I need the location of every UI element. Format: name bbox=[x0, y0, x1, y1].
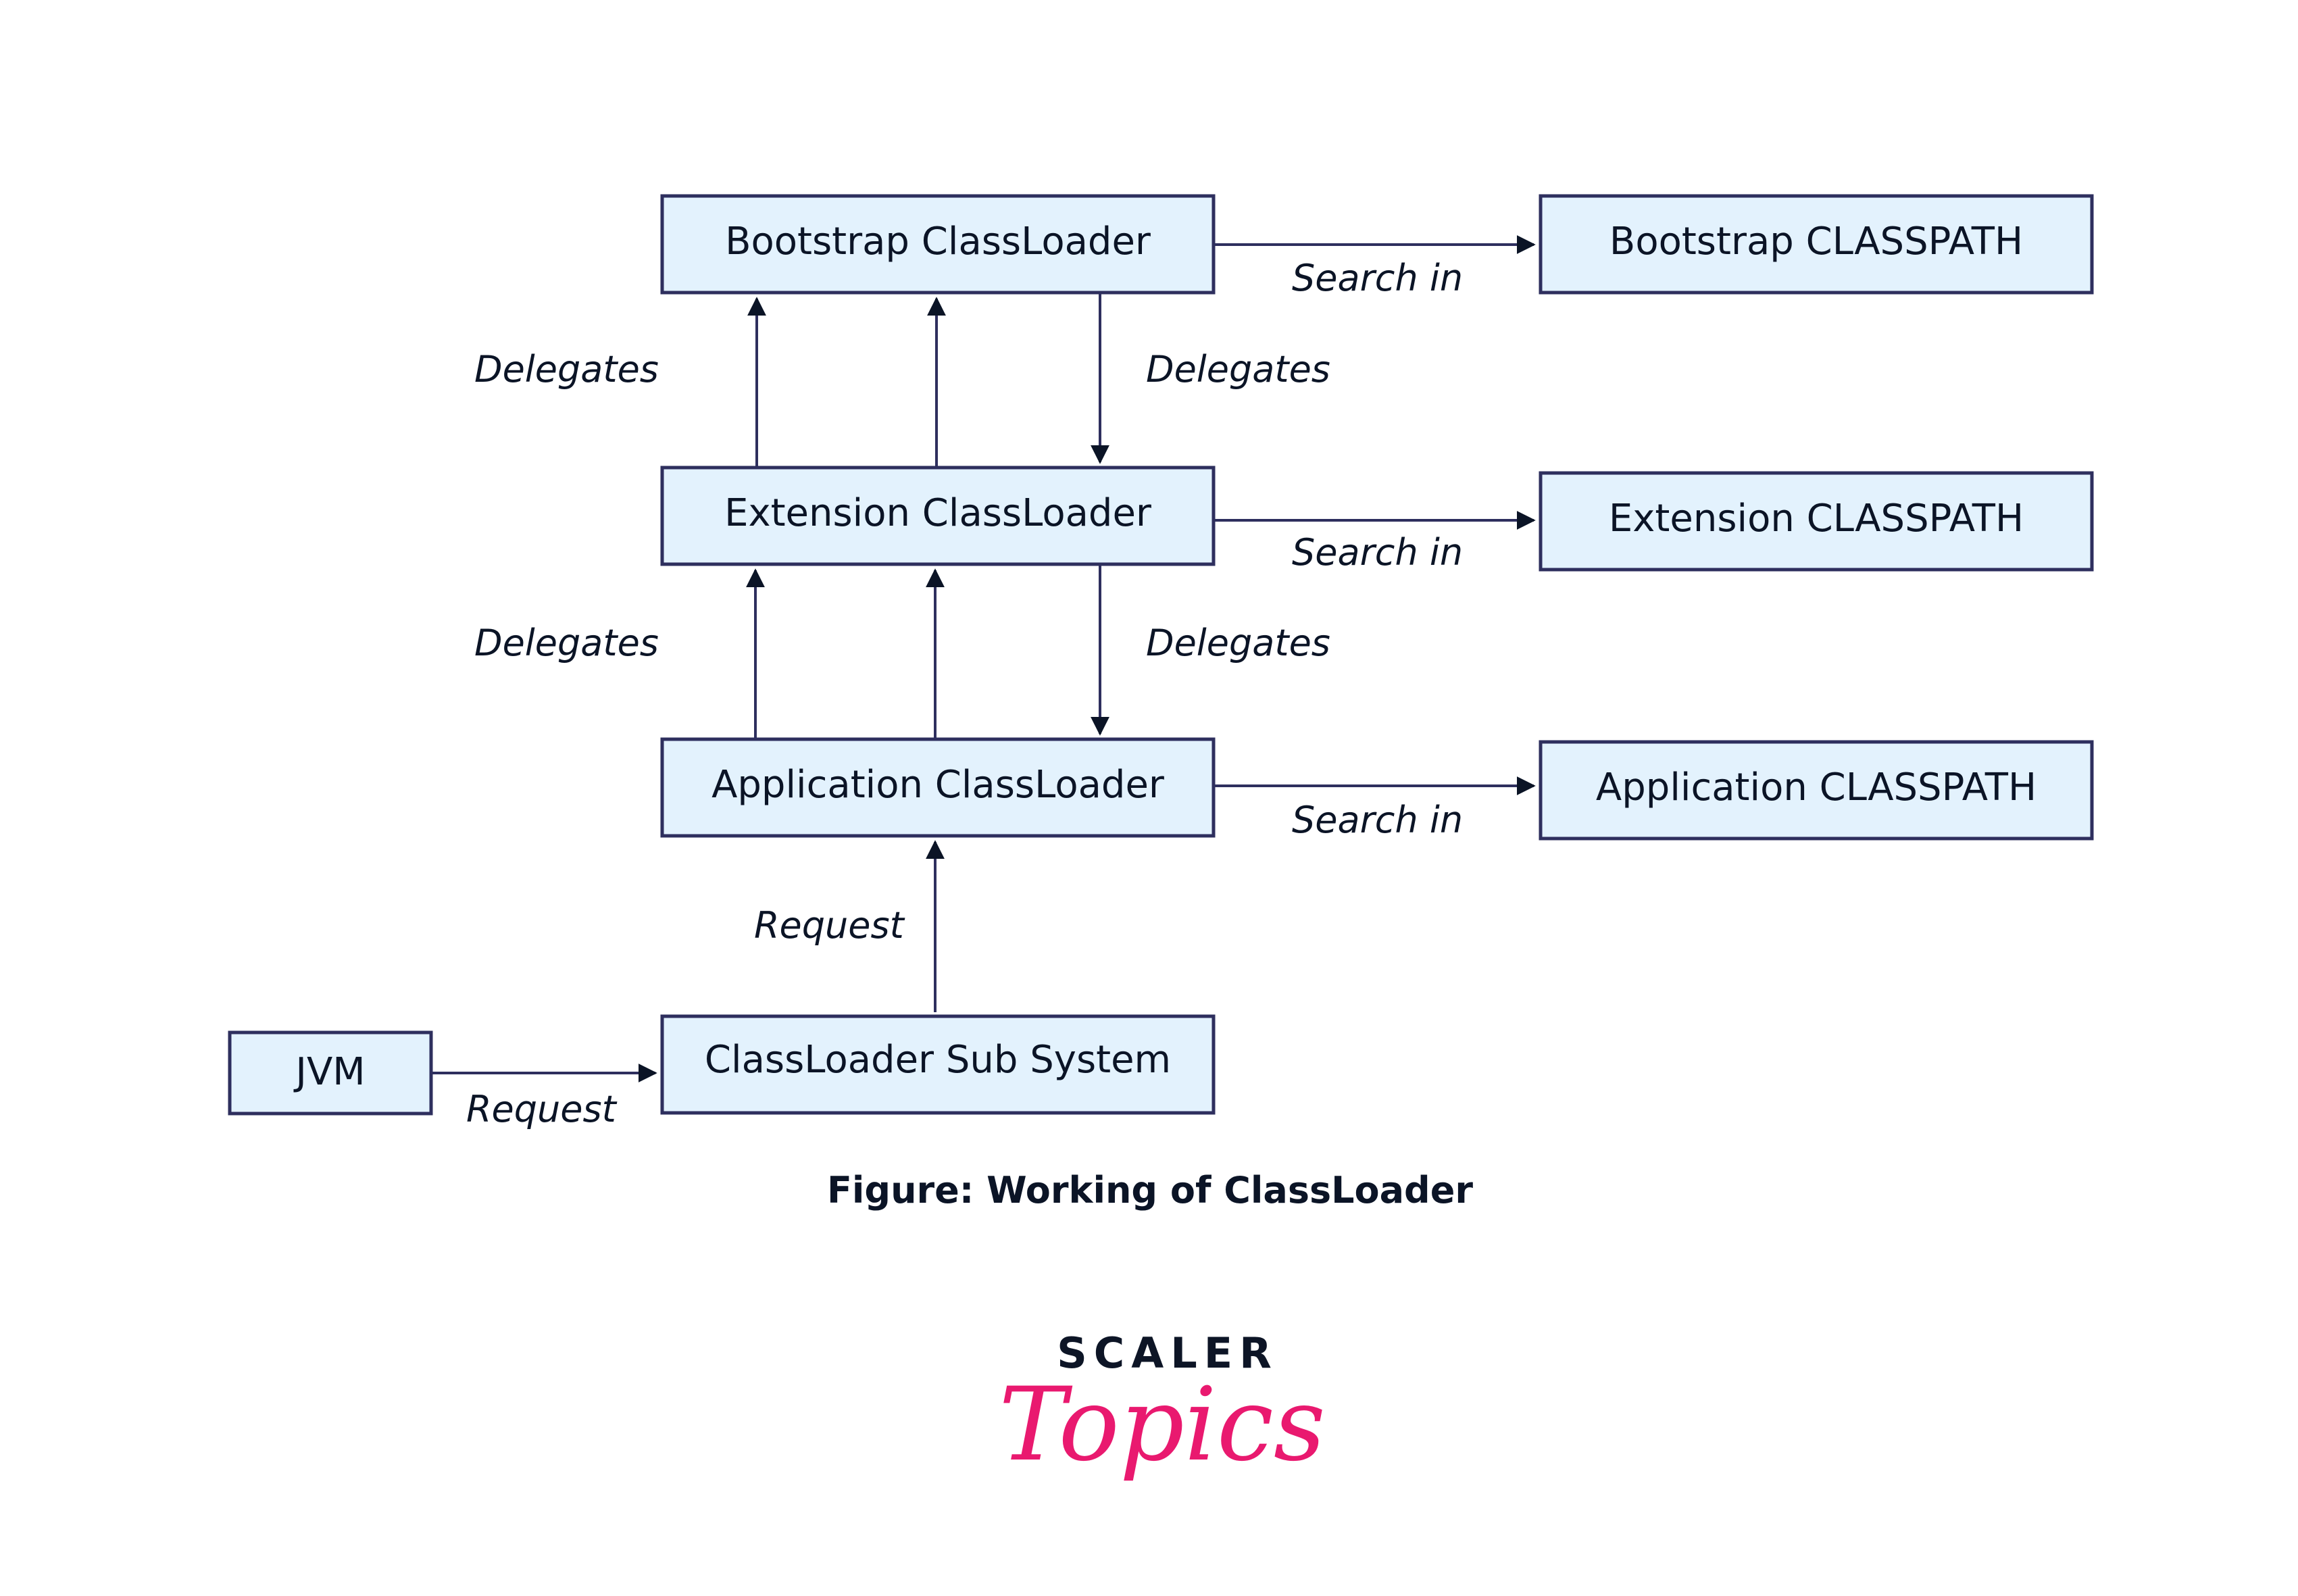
edge-label-delegates-left-2: Delegates bbox=[474, 622, 659, 664]
node-jvm: JVM bbox=[228, 1030, 433, 1116]
node-label: Bootstrap ClassLoader bbox=[725, 220, 1151, 264]
node-bootstrap-classloader: Bootstrap ClassLoader bbox=[660, 194, 1216, 295]
edge-label-delegates-right: Delegates bbox=[1146, 348, 1330, 391]
logo-scaler: SCALER bbox=[1057, 1328, 1278, 1378]
node-label: Extension CLASSPATH bbox=[1609, 497, 2024, 541]
edge-label-delegates-right-2: Delegates bbox=[1146, 622, 1330, 664]
node-application-classloader: Application ClassLoader bbox=[660, 737, 1216, 838]
edge-label-request-jvm: Request bbox=[466, 1088, 618, 1130]
scaler-topics-logo: SCALER Topics bbox=[999, 1328, 1326, 1484]
node-label: JVM bbox=[293, 1050, 365, 1094]
edge-label-search-application: Search in bbox=[1292, 799, 1463, 841]
node-classloader-subsystem: ClassLoader Sub System bbox=[660, 1014, 1216, 1115]
edge-label-delegates-left: Delegates bbox=[474, 348, 659, 391]
node-label: Extension ClassLoader bbox=[724, 491, 1152, 535]
node-bootstrap-classpath: Bootstrap CLASSPATH bbox=[1539, 194, 2094, 295]
node-extension-classpath: Extension CLASSPATH bbox=[1539, 471, 2094, 572]
figure-caption: Figure: Working of ClassLoader bbox=[827, 1169, 1473, 1212]
node-label: Application CLASSPATH bbox=[1596, 766, 2037, 809]
node-label: Application ClassLoader bbox=[711, 763, 1165, 807]
edge-label-request-up: Request bbox=[754, 904, 905, 947]
node-label: Bootstrap CLASSPATH bbox=[1609, 220, 2023, 264]
node-label: ClassLoader Sub System bbox=[705, 1038, 1171, 1082]
node-application-classpath: Application CLASSPATH bbox=[1539, 740, 2094, 841]
edge-label-search-extension: Search in bbox=[1292, 531, 1463, 574]
node-extension-classloader: Extension ClassLoader bbox=[660, 466, 1216, 566]
logo-topics: Topics bbox=[999, 1366, 1326, 1484]
edge-label-search-bootstrap: Search in bbox=[1292, 257, 1463, 299]
